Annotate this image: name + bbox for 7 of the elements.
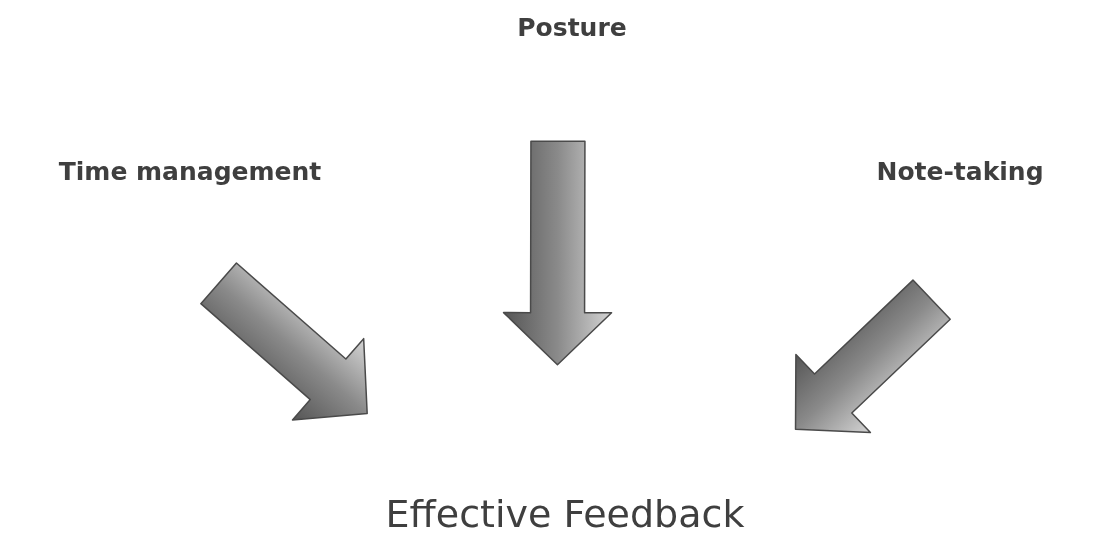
block-arrow (200, 262, 368, 421)
target-label: Effective Feedback (385, 492, 745, 536)
block-arrow (502, 140, 613, 366)
block-arrow (794, 279, 951, 434)
topic-label: Posture (517, 13, 627, 42)
topic-label: Note-taking (876, 156, 1044, 186)
topic-label: Time management (58, 156, 322, 186)
